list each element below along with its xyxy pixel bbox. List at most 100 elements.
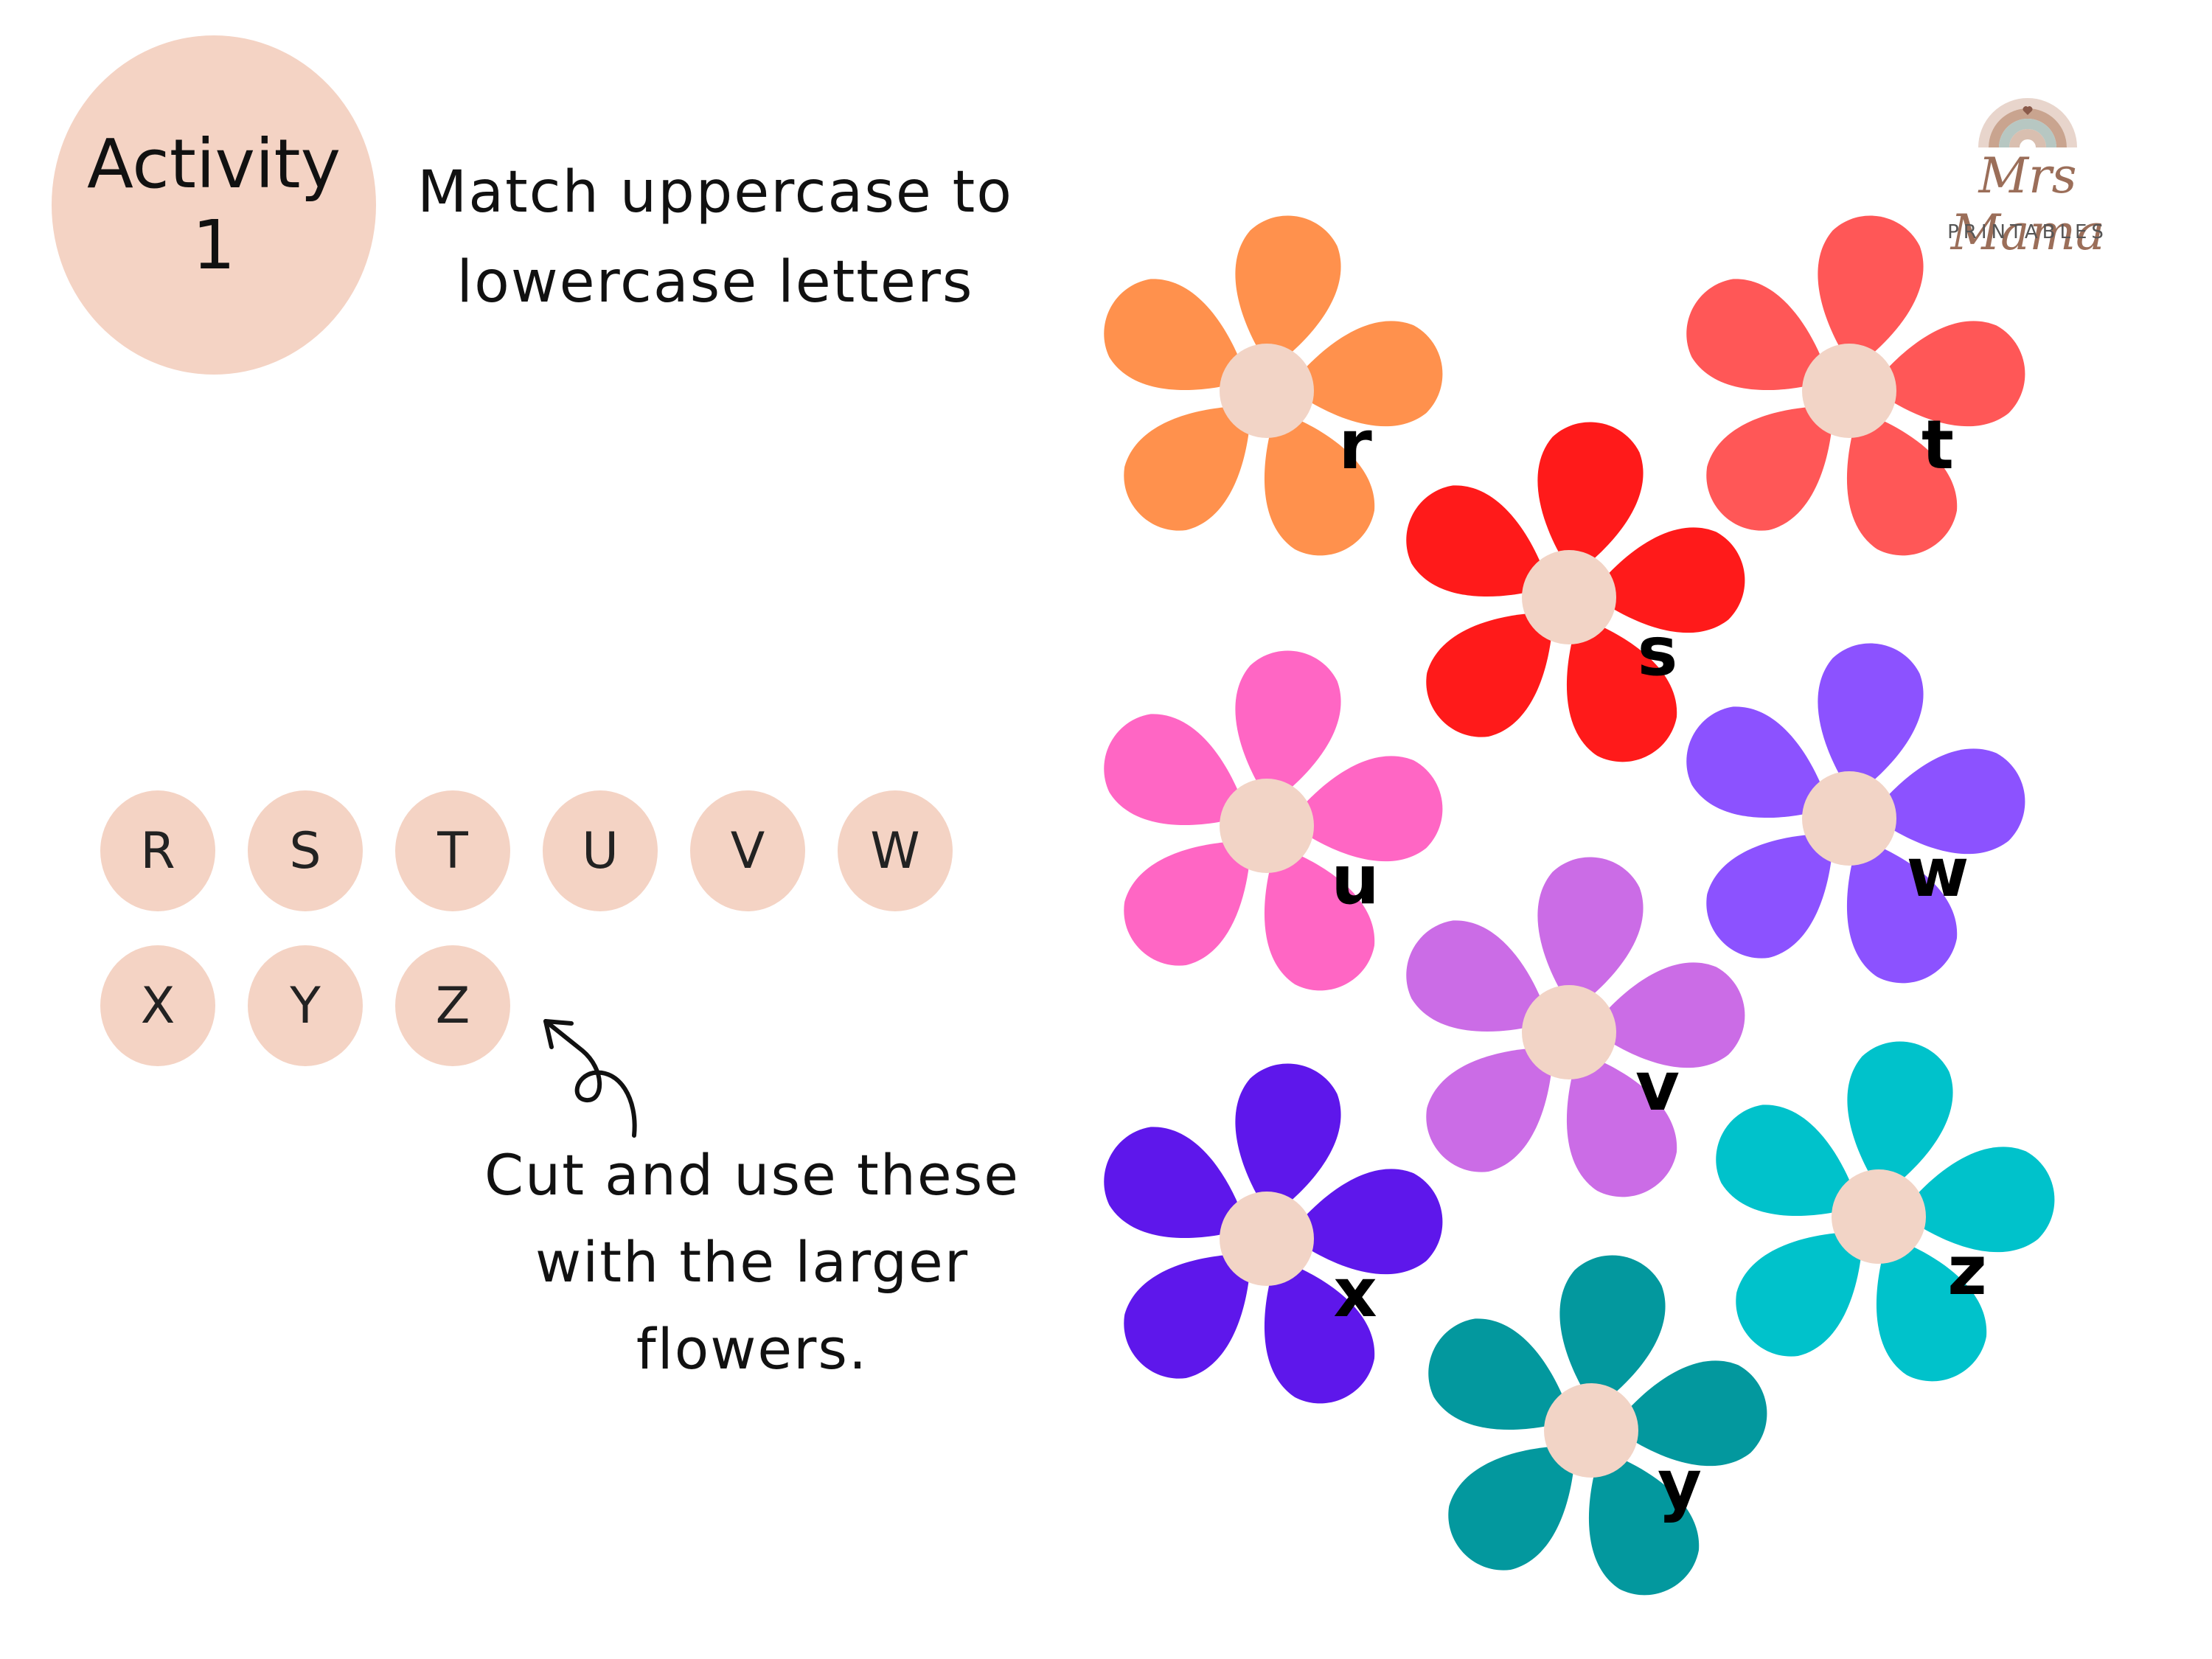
flower-petal: [1124, 406, 1251, 531]
flower-petal: [1706, 833, 1834, 959]
flower-petal: [1716, 1105, 1860, 1216]
flower-petal: [1124, 841, 1251, 966]
flower-letter: x: [1333, 1253, 1377, 1332]
flower-petal: [1566, 616, 1677, 762]
flower-petal: [1235, 215, 1341, 369]
flower-petal: [1406, 920, 1550, 1032]
flower-icon: [1104, 650, 1443, 991]
flower-card[interactable]: y: [1414, 1253, 1768, 1607]
flower-petal: [1559, 1255, 1666, 1409]
curly-arrow-icon: [543, 1019, 637, 1138]
flower-center: [1544, 1383, 1638, 1478]
uppercase-tile[interactable]: U: [543, 790, 658, 911]
brand-logo: Mrs Mama PRINTABLES: [1902, 44, 2153, 261]
instruction-line-2: lowercase letters: [456, 249, 974, 316]
flower-petal: [1104, 1127, 1248, 1238]
uppercase-tile[interactable]: S: [248, 790, 363, 911]
flower-card[interactable]: u: [1090, 649, 1444, 1003]
flower-letter: v: [1635, 1047, 1680, 1126]
flower-center: [1220, 1192, 1314, 1286]
flower-center: [1522, 550, 1616, 644]
flower-letter: u: [1331, 841, 1380, 919]
instruction-text: Match uppercase to lowercase letters: [398, 147, 1032, 327]
brand-name: Mrs Mama: [1950, 147, 2105, 261]
rainbow-icon: [1978, 98, 2077, 148]
uppercase-tile[interactable]: Y: [248, 945, 363, 1066]
flower-card[interactable]: r: [1090, 214, 1444, 568]
flower-icon: [1428, 1255, 1767, 1596]
flower-petal: [1613, 1360, 1767, 1466]
flower-icon: [1104, 1063, 1443, 1404]
flower-letter: s: [1637, 612, 1678, 691]
flower-center: [1220, 779, 1314, 873]
flower-petal: [1124, 1253, 1251, 1379]
uppercase-tile[interactable]: Z: [395, 945, 510, 1066]
flower-petal: [1288, 756, 1443, 861]
flower-icon: [1406, 857, 1745, 1197]
flower-card[interactable]: v: [1392, 855, 1746, 1209]
flower-petal: [1264, 845, 1375, 991]
flower-center: [1220, 344, 1314, 438]
flower-petal: [1871, 321, 2025, 426]
flower-petal: [1235, 650, 1341, 804]
flower-icon: [1686, 215, 2025, 556]
flower-petal: [1590, 962, 1745, 1068]
flower-petal: [1428, 1318, 1572, 1430]
flower-letter: z: [1947, 1231, 1987, 1310]
flower-center: [1802, 771, 1896, 866]
flower-icon: [1406, 422, 1745, 762]
flower-icon: [1686, 643, 2025, 984]
instruction-line-1: Match uppercase to: [417, 159, 1013, 226]
flower-petal: [1686, 706, 1830, 818]
activity-label: Activity: [86, 124, 341, 204]
flower-card[interactable]: s: [1392, 420, 1746, 774]
flower-petal: [1686, 279, 1830, 390]
flower-petal: [1736, 1231, 1863, 1357]
flower-petal: [1706, 406, 1834, 531]
flower-petal: [1264, 410, 1375, 556]
flower-petal: [1900, 1147, 2055, 1252]
flower-petal: [1818, 215, 1924, 369]
flower-letter: w: [1906, 833, 1969, 912]
flower-petal: [1426, 1047, 1554, 1172]
flower-petal: [1288, 1169, 1443, 1274]
uppercase-tile[interactable]: T: [395, 790, 510, 911]
flower-petal: [1588, 1450, 1700, 1596]
uppercase-tile[interactable]: V: [690, 790, 805, 911]
flower-card[interactable]: x: [1090, 1062, 1444, 1416]
cut-line-1: Cut and use these: [484, 1142, 1020, 1208]
activity-badge: Activity 1: [52, 35, 376, 375]
flower-petal: [1537, 422, 1644, 576]
activity-number: 1: [192, 206, 236, 285]
flower-letter: t: [1921, 406, 1954, 484]
flower-petal: [1818, 643, 1924, 797]
flower-petal: [1104, 714, 1248, 825]
flower-petal: [1235, 1063, 1341, 1217]
cut-line-2: with the larger: [535, 1229, 970, 1295]
flower-petal: [1264, 1258, 1375, 1404]
cut-instruction: Cut and use these with the larger flower…: [457, 1132, 1047, 1393]
flower-letter: r: [1338, 406, 1372, 484]
flower-center: [1522, 985, 1616, 1079]
flower-petal: [1846, 410, 1958, 556]
uppercase-tile[interactable]: W: [838, 790, 953, 911]
flower-center: [1802, 344, 1896, 438]
flower-petal: [1876, 1236, 1987, 1382]
flower-petal: [1566, 1051, 1677, 1197]
flower-petal: [1846, 838, 1958, 984]
flower-letter: y: [1658, 1445, 1702, 1524]
brand-subtitle: PRINTABLES: [1947, 221, 2108, 243]
flower-card[interactable]: z: [1702, 1040, 2056, 1394]
flower-icon: [1104, 215, 1443, 556]
flower-petal: [1590, 527, 1745, 633]
flower-petal: [1537, 857, 1644, 1011]
flower-card[interactable]: t: [1672, 214, 2026, 568]
flower-petal: [1104, 279, 1248, 390]
flower-center: [1832, 1169, 1926, 1264]
uppercase-tile[interactable]: R: [100, 790, 215, 911]
cut-line-3: flowers.: [636, 1316, 869, 1382]
flower-petal: [1847, 1041, 1953, 1195]
uppercase-tile[interactable]: X: [100, 945, 215, 1066]
flower-petal: [1871, 748, 2025, 854]
flower-card[interactable]: w: [1672, 641, 2026, 995]
